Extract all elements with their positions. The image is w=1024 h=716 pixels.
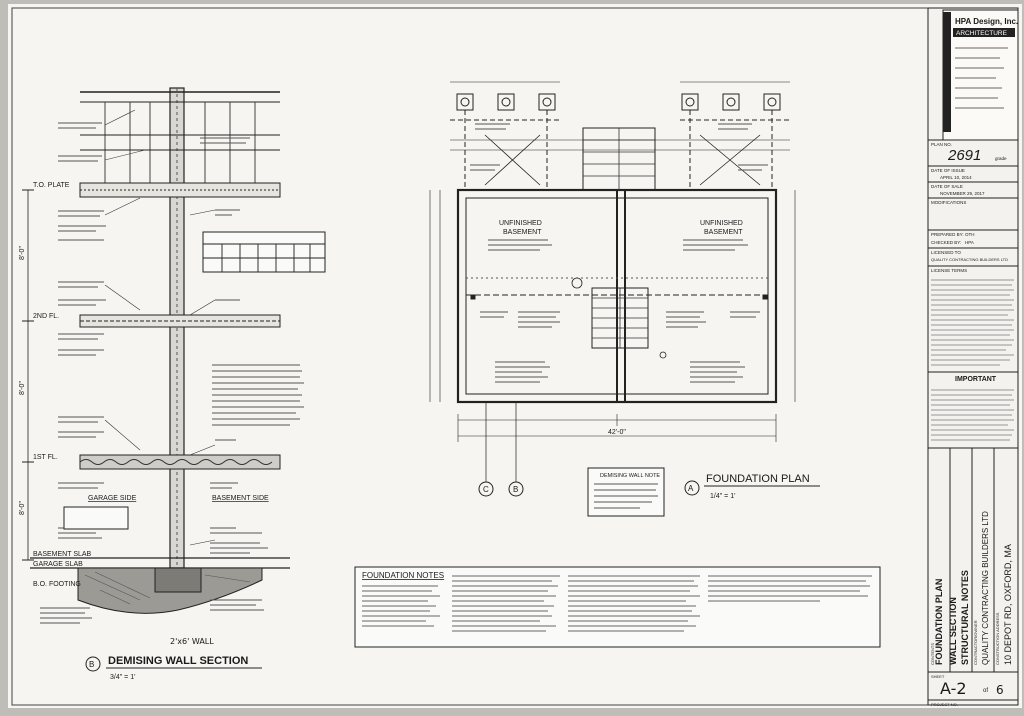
firm-subtitle: ARCHITECTURE <box>956 30 1008 37</box>
contents-line-1: FOUNDATION PLAN <box>934 579 944 665</box>
room-label-left-line1: UNFINISHED <box>499 220 542 227</box>
wall-section-drawing <box>22 87 326 624</box>
important-label: IMPORTANT <box>955 376 997 383</box>
contents-label: CONTENTS <box>930 643 935 665</box>
prepared-by: OTH <box>965 232 975 237</box>
dim-middle: 8'-0" <box>19 381 26 395</box>
plan-no-label: PLAN NO. <box>931 142 952 147</box>
date-of-sale-label: DATE OF SALE <box>931 184 963 189</box>
grid-bubble-b: B <box>513 485 518 494</box>
construction-address-label: CONSTRUCTION ADDRESS <box>995 612 1000 665</box>
wall-section-scale: 3/4" = 1' <box>110 674 135 681</box>
plan-marker: A <box>688 484 694 493</box>
grid-bubble-c: C <box>483 485 489 494</box>
sheet-label: SHEET <box>931 674 945 679</box>
sheet-total: 6 <box>996 683 1004 697</box>
licensed-to: QUALITY CONTRACTING BUILDERS LTD <box>931 257 1008 262</box>
level-label-garage-slab: GARAGE SLAB <box>33 561 83 568</box>
section-marker: B <box>89 660 94 669</box>
footing-note: 2'x6' WALL <box>170 637 214 646</box>
wall-section-title-block: B DEMISING WALL SECTION 3/4" = 1' <box>85 655 262 681</box>
room-label-right-line2: BASEMENT <box>704 229 743 236</box>
sheet-number: A-2 <box>940 679 967 698</box>
garage-side-label: GARAGE SIDE <box>88 495 137 502</box>
contents-line-3: STRUCTURAL NOTES <box>960 570 970 665</box>
grid-bubbles: C B <box>478 481 524 497</box>
foundation-plan-title-block: A FOUNDATION PLAN 1/4" = 1' <box>684 473 820 500</box>
wall-section-labels: T.O. PLATE 2ND FL. 1ST FL. BASEMENT SLAB… <box>19 182 269 646</box>
plan-number-suffix: grade <box>995 156 1007 161</box>
overall-dimension: 42'-0" <box>608 429 626 436</box>
level-label-2nd-floor: 2ND FL. <box>33 313 59 320</box>
foundation-plan-drawing <box>429 81 796 482</box>
level-label-top-plate: T.O. PLATE <box>33 182 70 189</box>
project-no-label: PROJECT NO. <box>931 702 958 707</box>
sheet-of: of <box>983 688 988 694</box>
room-label-left-line2: BASEMENT <box>503 229 542 236</box>
demising-note-title: DEMISING WALL NOTE <box>600 473 660 479</box>
contractor-name: QUALITY CONTRACTING BUILDERS LTD <box>981 511 990 665</box>
license-terms-label: LICENSE TERMS <box>931 268 967 273</box>
room-label-right-line1: UNFINISHED <box>700 220 743 227</box>
level-label-1st-floor: 1ST FL. <box>33 454 58 461</box>
date-of-issue: APRIL 10, 2014 <box>940 175 972 180</box>
contractor-label: CONTRACTOR/OWNER <box>973 620 978 665</box>
construction-address: 10 DEPOT RD, OXFORD, MA <box>1003 544 1013 665</box>
prepared-by-label: PREPARED BY: <box>931 232 964 237</box>
firm-name: HPA Design, Inc. <box>955 17 1018 26</box>
demising-wall-note: DEMISING WALL NOTE <box>587 467 665 517</box>
level-label-bottom-of-footing: B.O. FOOTING <box>33 581 81 588</box>
level-label-basement-slab: BASEMENT SLAB <box>33 551 92 558</box>
title-block: HPA Design, Inc. ARCHITECTURE PLAN NO. 2… <box>927 7 1019 707</box>
basement-side-label: BASEMENT SIDE <box>212 495 269 502</box>
date-of-issue-label: DATE OF ISSUE <box>931 168 965 173</box>
modifications-label: MODIFICATIONS <box>931 200 966 205</box>
checked-by-label: CHECKED BY: <box>931 240 961 245</box>
foundation-plan-scale: 1/4" = 1' <box>710 493 735 500</box>
foundation-notes-box: FOUNDATION NOTES <box>354 566 881 648</box>
foundation-plan-labels: UNFINISHED BASEMENT UNFINISHED BASEMENT … <box>499 220 743 436</box>
contents-line-2: WALL SECTION <box>948 597 958 665</box>
foundation-notes-title: FOUNDATION NOTES <box>362 571 444 580</box>
foundation-plan-title: FOUNDATION PLAN <box>706 473 810 485</box>
foundation-plan-annotations <box>470 123 768 383</box>
plan-number: 2691 <box>947 147 981 164</box>
dim-upper: 8'-0" <box>19 246 26 260</box>
licensed-to-label: LICENSED TO <box>931 250 961 255</box>
checked-by: HPA <box>965 240 974 245</box>
wall-section-title: DEMISING WALL SECTION <box>108 655 248 667</box>
date-of-sale: NOVEMBER 29, 2017 <box>940 191 985 196</box>
section-marker-circle <box>85 656 101 672</box>
dim-lower: 8'-0" <box>19 501 26 515</box>
